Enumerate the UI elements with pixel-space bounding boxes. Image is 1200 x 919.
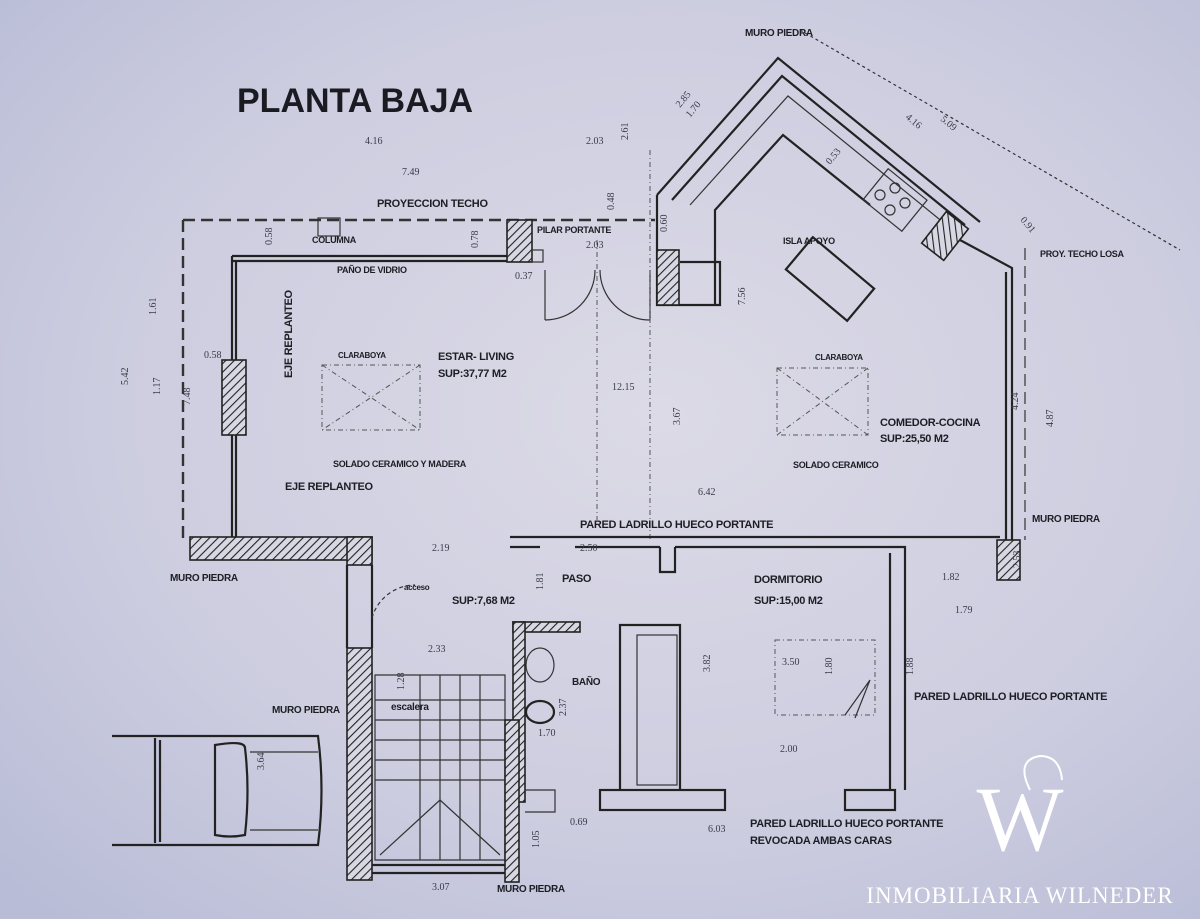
dimension-label: 2.03 — [586, 240, 604, 251]
dimension-label: 0.58 — [204, 350, 222, 361]
dimension-label: 2.33 — [428, 644, 446, 655]
room-label: SUP:25,50 M2 — [880, 433, 949, 445]
dimension-label: 7.56 — [737, 288, 748, 306]
dimension-label: 2.00 — [780, 744, 798, 755]
room-label: acceso — [404, 583, 430, 592]
room-label: PARED LADRILLO HUECO PORTANTE — [580, 519, 773, 531]
room-label: PASO — [562, 573, 592, 585]
room-label: EJE REPLANTEO — [283, 289, 295, 378]
dimension-label: 4.24 — [1010, 393, 1021, 411]
kitchen-walls — [655, 29, 1181, 540]
room-label: ESTAR- LIVING — [438, 351, 514, 363]
dimension-label: 12.15 — [612, 382, 635, 393]
room-label: MURO PIEDRA — [745, 28, 813, 39]
room-label: PILAR PORTANTE — [537, 225, 611, 235]
skylight — [321, 364, 421, 431]
dimension-label: 0.69 — [570, 817, 588, 828]
dimension-label: 0.60 — [659, 215, 670, 233]
dimension-label: 0.78 — [470, 231, 481, 249]
dimension-label: 2.61 — [620, 123, 631, 141]
leaf-icon — [1023, 754, 1063, 791]
dimension-label: 2.50 — [580, 543, 598, 554]
dimension-label: 1.70 — [538, 728, 556, 739]
dimension-label: 3.07 — [432, 882, 450, 893]
room-label: COLUMNA — [312, 235, 357, 245]
dimension-label: 3.50 — [782, 657, 800, 668]
dimension-label: 6.42 — [698, 487, 716, 498]
room-label: PROYECCION TECHO — [377, 198, 488, 210]
dimension-label: 1.28 — [396, 673, 407, 691]
dimension-label: 3.82 — [702, 655, 713, 673]
dimension-label: 3.64 — [256, 753, 267, 771]
dimension-label: 2.37 — [558, 699, 569, 717]
dimension-label: 1.61 — [148, 298, 159, 316]
dimension-label: 2.53 — [1012, 551, 1023, 569]
dimension-label: 3.67 — [672, 408, 683, 426]
room-label: REVOCADA AMBAS CARAS — [750, 835, 892, 847]
dimension-label: 2.03 — [586, 136, 604, 147]
room-label: PARED LADRILLO HUECO PORTANTE — [914, 691, 1107, 703]
room-labels: PROYECCION TECHO COLUMNA PILAR PORTANTE PAÑ… — [170, 28, 1125, 895]
dimension-label: 1.79 — [955, 605, 973, 616]
room-label: ISLA APOYO — [783, 236, 835, 246]
room-label: BAÑO — [572, 675, 601, 688]
staircase — [371, 584, 520, 883]
dimension-label: 7.49 — [402, 167, 420, 178]
room-label: SUP:37,77 M2 — [438, 368, 507, 380]
dimension-label: 4.16 — [365, 136, 383, 147]
room-label: MURO PIEDRA — [272, 705, 340, 716]
room-label: CLARABOYA — [338, 351, 386, 360]
skylight — [776, 367, 869, 436]
structural-walls — [189, 535, 1021, 881]
room-label: MURO PIEDRA — [1032, 514, 1100, 525]
room-label: DORMITORIO — [754, 574, 823, 586]
dimension-label: 0.48 — [606, 193, 617, 211]
dimension-label: 4.87 — [1045, 410, 1056, 428]
dimension-label: 1.80 — [824, 658, 835, 676]
room-label: MURO PIEDRA — [170, 573, 238, 584]
room-label: escalera — [391, 702, 429, 713]
dimension-label: 7.48 — [182, 388, 193, 406]
room-label: PAÑO DE VIDRIO — [337, 265, 407, 275]
dimension-label: 1.17 — [152, 378, 163, 396]
door-swing — [544, 269, 651, 321]
dimension-label: 1.88 — [905, 658, 916, 676]
living-walls — [181, 150, 655, 540]
dimension-label: 5.42 — [120, 368, 131, 386]
brand-logo: W INMOBILIARIA WILNEDER — [866, 754, 1173, 908]
room-label: COMEDOR-COCINA — [880, 417, 981, 429]
logo-letter: W — [977, 768, 1064, 870]
brand-name: INMOBILIARIA WILNEDER — [866, 883, 1173, 908]
room-label: EJE REPLANTEO — [285, 481, 374, 493]
car-outline — [112, 734, 323, 847]
dimension-label: 1.81 — [535, 573, 546, 591]
room-label: PARED LADRILLO HUECO PORTANTE — [750, 818, 943, 830]
room-label: SOLADO CERAMICO Y MADERA — [333, 459, 467, 469]
room-label: SUP:7,68 M2 — [452, 595, 515, 607]
room-label: SUP:15,00 M2 — [754, 595, 823, 607]
pilar-portante — [506, 219, 533, 263]
room-label: SOLADO CERAMICO — [793, 460, 879, 470]
bed — [774, 639, 876, 716]
dimension-label: 1.82 — [942, 572, 960, 583]
kitchen-island — [784, 235, 876, 323]
plan-title: PLANTA BAJA — [237, 82, 473, 120]
dimension-label: 6.03 — [708, 824, 726, 835]
dimension-label: 0.37 — [515, 271, 533, 282]
bedroom — [598, 623, 897, 812]
room-label: CLARABOYA — [815, 353, 863, 362]
dimension-label: 0.58 — [264, 228, 275, 246]
room-label: PROY. TECHO LOSA — [1040, 249, 1125, 259]
dimension-label: 2.19 — [432, 543, 450, 554]
room-label: MURO PIEDRA — [497, 884, 565, 895]
dimension-label: 1.05 — [531, 831, 542, 849]
